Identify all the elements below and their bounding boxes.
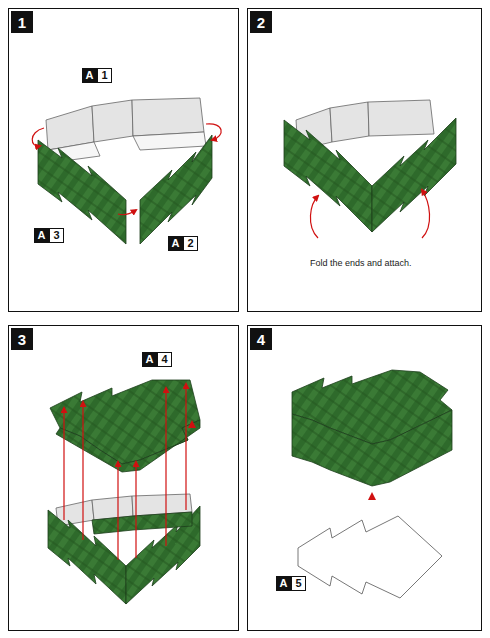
callout-number: 2 bbox=[183, 236, 198, 251]
callout-letter: A bbox=[82, 68, 97, 83]
callout-letter: A bbox=[34, 228, 49, 243]
callout-number: 1 bbox=[97, 68, 112, 83]
panel-number: 4 bbox=[250, 328, 272, 350]
callout-number: 5 bbox=[291, 576, 306, 591]
callout-letter: A bbox=[168, 236, 183, 251]
panel-number: 1 bbox=[11, 11, 33, 33]
instruction-note: Fold the ends and attach. bbox=[308, 258, 414, 269]
callout-letter: A bbox=[142, 352, 157, 367]
panel-number: 2 bbox=[250, 11, 272, 33]
callout-letter: A bbox=[276, 576, 291, 591]
callout-number: 3 bbox=[49, 228, 64, 243]
panel-number: 3 bbox=[11, 328, 33, 350]
callout-number: 4 bbox=[157, 352, 172, 367]
